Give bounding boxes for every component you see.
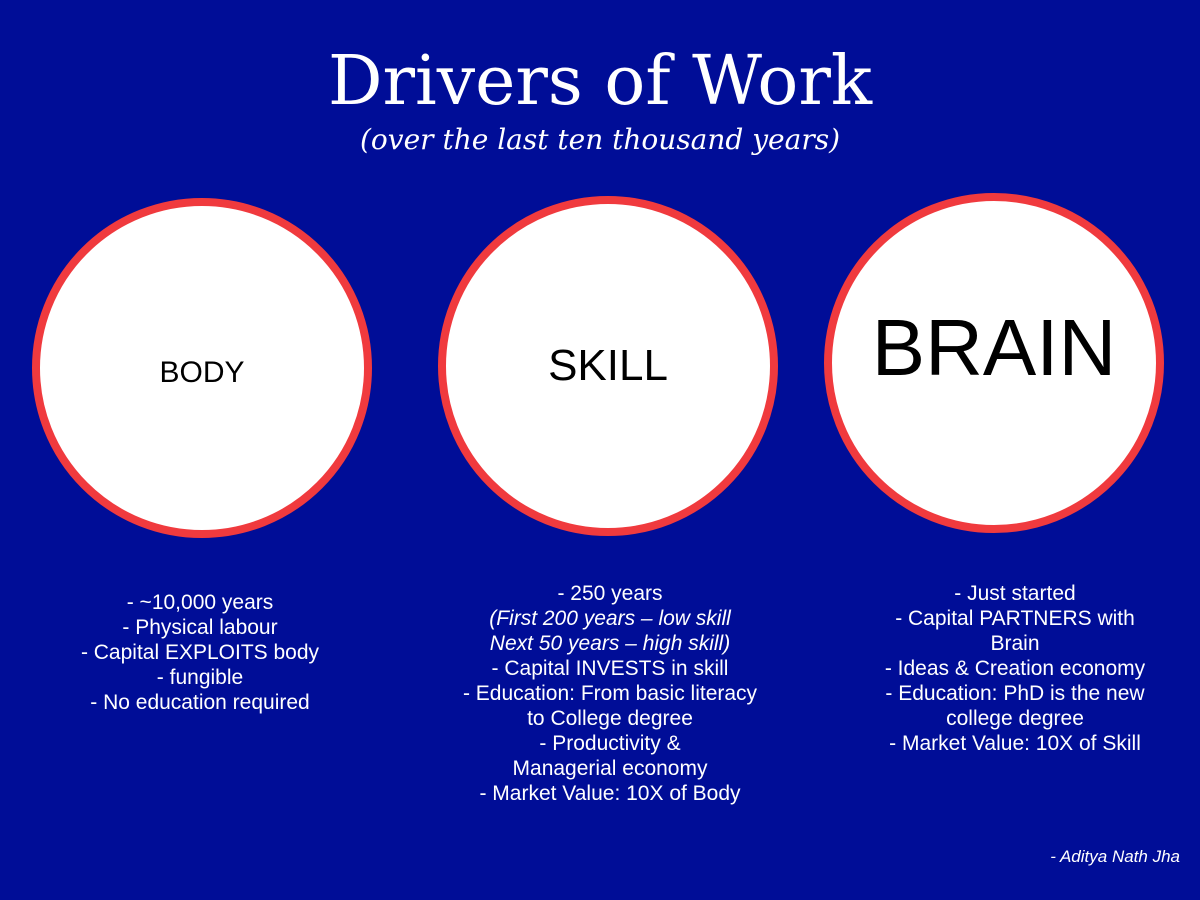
description-line: - Ideas & Creation economy xyxy=(884,657,1146,680)
body-circle-label: BODY xyxy=(159,356,245,389)
author-credit: - Aditya Nath Jha xyxy=(1050,847,1180,866)
description-line: - Education: From basic literacy xyxy=(462,682,758,705)
slide-subtitle: (over the last ten thousand years) xyxy=(360,123,840,156)
description-line: Managerial economy xyxy=(512,757,708,780)
description-line: - Physical labour xyxy=(122,616,278,639)
brain-circle: BRAIN xyxy=(824,193,1164,533)
skill-circle-label: SKILL xyxy=(548,341,668,390)
description-line: - Productivity & xyxy=(539,732,681,755)
slide-title: Drivers of Work xyxy=(327,42,873,121)
body-description: - ~10,000 years - Physical labour - Capi… xyxy=(30,590,370,715)
description-line: - Education: PhD is the new xyxy=(885,682,1145,705)
skill-circle: SKILL xyxy=(438,196,778,536)
brain-circle-label: BRAIN xyxy=(871,303,1117,392)
description-line: Brain xyxy=(990,632,1040,655)
description-line: - fungible xyxy=(156,666,244,689)
description-line: - ~10,000 years xyxy=(126,591,274,614)
brain-description: - Just started - Capital PARTNERS with B… xyxy=(840,581,1190,756)
description-line: college degree xyxy=(946,707,1084,730)
description-line: - Market Value: 10X of Body xyxy=(479,782,741,805)
description-line: - Market Value: 10X of Skill xyxy=(889,732,1141,755)
description-line-italic: Next 50 years – high skill) xyxy=(489,632,731,655)
description-line: - Capital INVESTS in skill xyxy=(491,657,729,680)
description-line: - Just started xyxy=(954,582,1076,605)
description-line: - Capital PARTNERS with xyxy=(895,607,1135,630)
body-circle: BODY xyxy=(32,198,372,538)
description-line: - No education required xyxy=(90,691,310,714)
description-line: to College degree xyxy=(527,707,693,730)
description-line: - 250 years xyxy=(557,582,663,605)
description-line: - Capital EXPLOITS body xyxy=(80,641,320,664)
description-line-italic: (First 200 years – low skill xyxy=(489,607,731,630)
skill-description: - 250 years (First 200 years – low skill… xyxy=(435,581,785,806)
